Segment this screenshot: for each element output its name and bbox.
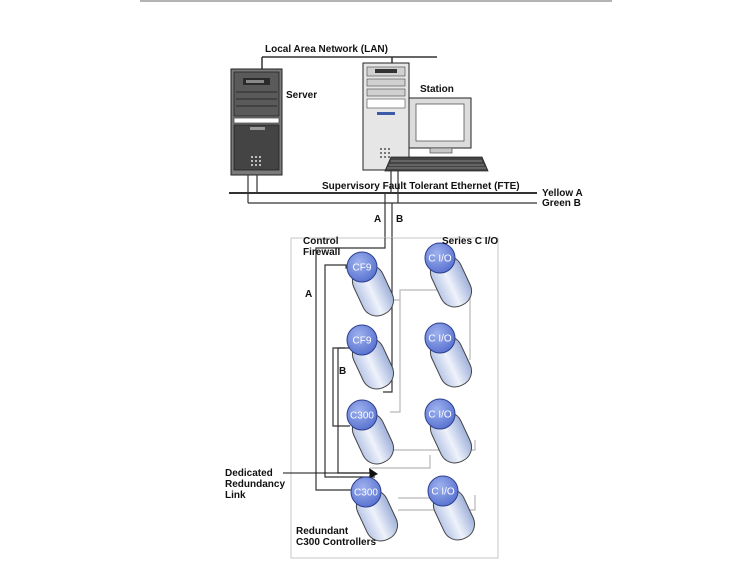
server-label: Server bbox=[286, 90, 318, 101]
cf9-module-2-label: CF9 bbox=[353, 336, 372, 347]
cio-module-3-label: C I/O bbox=[428, 410, 452, 421]
controllers-label-line1: Redundant bbox=[296, 526, 349, 537]
cf9-module-2-head bbox=[346, 324, 378, 356]
cio-module-2-head bbox=[424, 322, 456, 354]
cio-module-1-head bbox=[424, 242, 456, 274]
cable-b-label: B bbox=[396, 214, 404, 225]
series-c-io-label: Series C I/O bbox=[442, 236, 499, 247]
lan-label: Local Area Network (LAN) bbox=[265, 44, 388, 55]
cio-module-2-label: C I/O bbox=[428, 334, 452, 345]
yellow-a-label: Yellow A bbox=[542, 188, 583, 199]
cabinet-enclosure bbox=[290, 237, 499, 559]
station-label: Station bbox=[420, 84, 454, 95]
green-b-label: Green B bbox=[542, 198, 581, 209]
fte-network bbox=[229, 192, 537, 204]
server-icon bbox=[230, 68, 283, 203]
station-icon bbox=[362, 62, 489, 203]
cable-a-label: A bbox=[374, 214, 382, 225]
loop-b-label: B bbox=[339, 366, 347, 377]
c300-module-2-label: C300 bbox=[354, 488, 378, 499]
control-firewall-label-line2: Firewall bbox=[303, 247, 341, 258]
fte-label: Supervisory Fault Tolerant Ethernet (FTE… bbox=[322, 181, 520, 192]
cio-module-4-head bbox=[427, 475, 459, 507]
redundancy-label-line3: Link bbox=[225, 490, 246, 501]
c300-module-1-head bbox=[346, 399, 378, 431]
cio-module-4-label: C I/O bbox=[431, 487, 455, 498]
cf9-module-1-label: CF9 bbox=[353, 263, 372, 274]
redundancy-label-line1: Dedicated bbox=[225, 468, 273, 479]
controllers-label-line2: C300 Controllers bbox=[296, 537, 377, 548]
fte-drop-cables bbox=[384, 193, 393, 238]
control-firewall-label-line1: Control bbox=[303, 236, 339, 247]
redundancy-label-line2: Redundancy bbox=[225, 479, 286, 490]
cio-module-3-head bbox=[424, 398, 456, 430]
c300-module-1-label: C300 bbox=[350, 411, 374, 422]
c300-module-2-head bbox=[350, 476, 382, 508]
lan-network bbox=[261, 56, 437, 69]
cio-module-1-label: C I/O bbox=[428, 254, 452, 265]
control-wiring bbox=[315, 238, 476, 511]
cf9-module-1-head bbox=[346, 251, 378, 283]
loop-a-label: A bbox=[305, 289, 313, 300]
